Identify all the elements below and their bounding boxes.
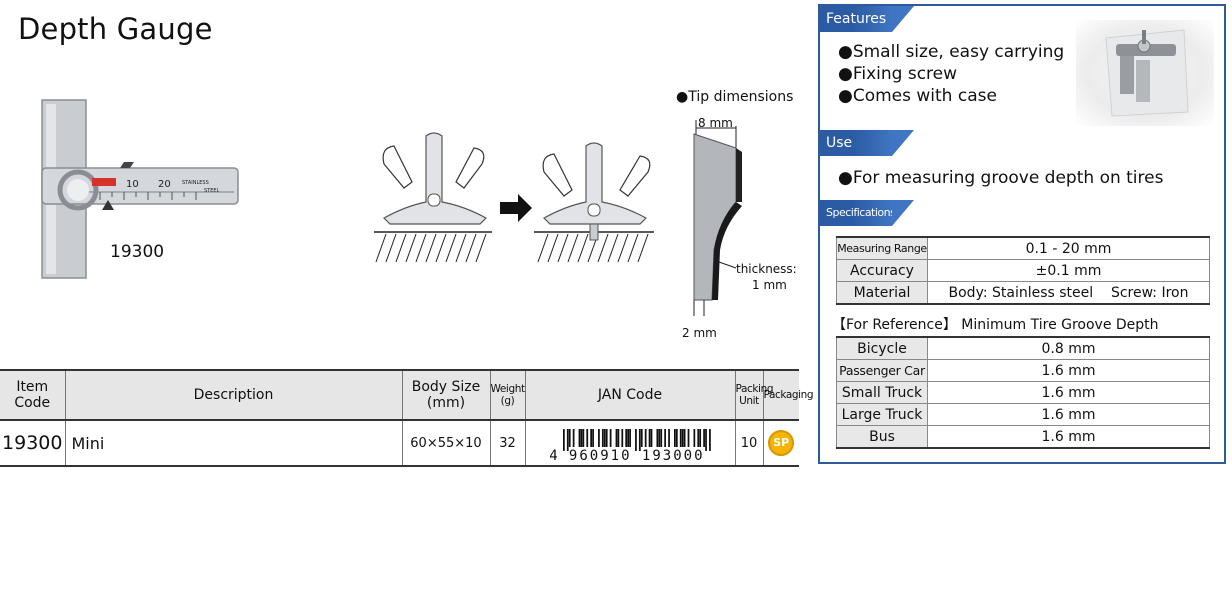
stainless-label: STAINLESS [182, 180, 209, 186]
reference-value: 1.6 mm [927, 425, 1210, 449]
table-row: Material Body: Stainless steel Screw: Ir… [836, 281, 1210, 305]
tip-dimensions-heading: ●Tip dimensions [676, 89, 794, 105]
specifications-banner: Specifications [820, 200, 914, 226]
barcode-image [562, 429, 711, 451]
reference-label: Small Truck [836, 381, 928, 404]
body-size-cell: 60×55×10 [402, 420, 491, 466]
table-row: Accuracy ±0.1 mm [836, 259, 1210, 282]
features-banner: Features [820, 6, 914, 32]
spec-label: Measuring Range [836, 236, 928, 260]
header-description: Description [65, 370, 403, 420]
packing-unit-cell: 10 [735, 420, 764, 466]
jan-code-cell: 4 960910 193000 [525, 420, 736, 466]
reference-table: Bicycle 0.8 mm Passenger Car 1.6 mm Smal… [836, 336, 1210, 449]
jan-digits: 960910 193000 [568, 448, 705, 464]
header-jan-code: JAN Code [525, 370, 736, 420]
spec-value: 0.1 - 20 mm [927, 236, 1210, 260]
table-row: Large Truck 1.6 mm [836, 403, 1210, 426]
specifications-heading: Specifications [826, 206, 896, 219]
tip-thickness-value: 1 mm [752, 278, 787, 292]
page-title: Depth Gauge [18, 12, 213, 46]
tip-dimensions-diagram: 8 mm thickness: 1 mm 2 mm [680, 110, 802, 350]
reference-label: Bicycle [836, 336, 928, 360]
description-cell: Mini [65, 420, 403, 466]
table-row: Measuring Range 0.1 - 20 mm [836, 236, 1210, 260]
table-row: Bus 1.6 mm [836, 425, 1210, 449]
table-row: Bicycle 0.8 mm [836, 336, 1210, 360]
header-body-size: Body Size(mm) [402, 370, 491, 420]
packaging-cell: SP [763, 420, 799, 466]
spec-label: Material [836, 281, 928, 305]
usage-illustration [374, 132, 654, 263]
header-weight: Weight(g) [490, 370, 526, 420]
steel-label: STEEL [204, 188, 220, 194]
table-row: Small Truck 1.6 mm [836, 381, 1210, 404]
tip-width-bottom-label: 2 mm [682, 326, 717, 340]
info-panel: Features ●Small size, easy carrying ●Fix… [818, 4, 1226, 464]
reference-value: 0.8 mm [927, 336, 1210, 360]
use-item-1: ●For measuring groove depth on tires [838, 168, 1164, 188]
scale-10-label: 10 [126, 179, 139, 190]
item-number-caption: 19300 [110, 242, 165, 262]
use-heading: Use [826, 135, 853, 151]
scale-20-label: 20 [158, 179, 171, 190]
features-heading: Features [826, 11, 887, 27]
spec-value: Body: Stainless steel Screw: Iron [927, 281, 1210, 305]
table-row: Passenger Car 1.6 mm [836, 359, 1210, 382]
jan-first-digit: 4 [549, 448, 560, 464]
reference-value: 1.6 mm [927, 359, 1210, 382]
specifications-table: Measuring Range 0.1 - 20 mm Accuracy ±0.… [836, 236, 1210, 305]
reference-value: 1.6 mm [927, 381, 1210, 404]
feature-item-1: ●Small size, easy carrying [838, 42, 1065, 62]
reference-label: Bus [836, 425, 928, 449]
reference-label: Passenger Car [836, 359, 928, 382]
use-banner: Use [820, 130, 914, 156]
tip-thickness-label: thickness: [736, 262, 797, 276]
header-packaging: Packaging [763, 389, 814, 401]
spec-value: ±0.1 mm [927, 259, 1210, 282]
weight-cell: 32 [490, 420, 526, 466]
tip-width-top-label: 8 mm [698, 116, 733, 130]
reference-value: 1.6 mm [927, 403, 1210, 426]
product-case-photo [1076, 20, 1214, 126]
item-code-cell: 19300 [0, 420, 66, 466]
feature-item-2: ●Fixing screw [838, 64, 958, 84]
table-row: 19300 Mini 60×55×10 32 4 960910 193000 1… [0, 420, 799, 466]
reference-label: Large Truck [836, 403, 928, 426]
feature-item-3: ●Comes with case [838, 86, 997, 106]
depth-gauge-image: 10 20 STAINLESS STEEL [41, 99, 239, 279]
reference-heading: 【For Reference】 Minimum Tire Groove Dept… [832, 317, 1159, 333]
spec-label: Accuracy [836, 259, 928, 282]
packaging-sp-icon: SP [768, 430, 795, 456]
